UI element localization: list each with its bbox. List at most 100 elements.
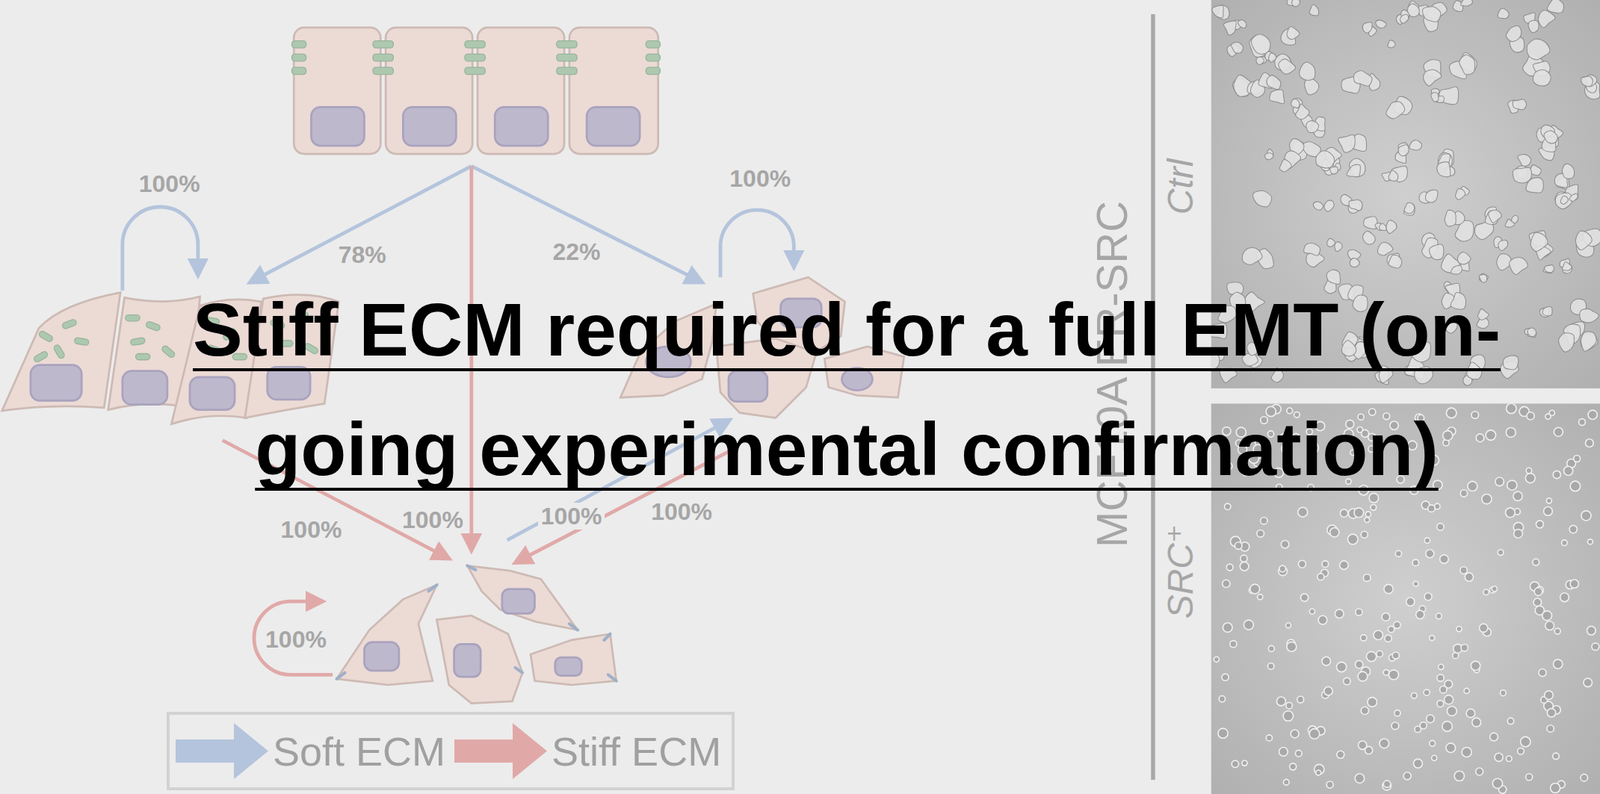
cell-junction [292,41,307,49]
micrograph-cells [1530,232,1548,252]
micrograph-cells [1526,38,1550,60]
micrograph-cells [1526,412,1535,420]
micrograph-cells [1376,650,1384,657]
micrograph-cells [1454,771,1464,781]
full-emt-cells [337,565,617,704]
transition-arrows [250,165,472,283]
micrograph-cells [1256,56,1264,66]
micrograph-cells [1226,564,1234,571]
micrograph-cells [1326,269,1340,284]
junction-fragment [53,343,66,360]
full-emt-cells [436,615,523,704]
epithelial-row [293,27,658,154]
micrograph-cells [1580,331,1597,352]
micrograph-cells [1388,170,1399,181]
micrograph-cells [1413,759,1423,769]
micrograph-cells [1250,584,1260,595]
micrograph-cells [1423,69,1442,86]
micrograph-cells [1587,539,1593,545]
micrograph-cells [1552,753,1560,761]
cell-junction [292,41,661,75]
partial-emt-cells [2,292,121,412]
micrograph-cells [1286,702,1293,709]
micrograph-cells [1416,610,1425,619]
junction-fragment [32,350,49,364]
micrograph-cells [1422,6,1441,22]
micrograph-cells [1291,99,1300,109]
nucleus [363,642,399,672]
nucleus [310,106,640,146]
micrograph-cells [1221,674,1229,681]
nucleus [728,371,768,403]
micrograph-cells [1525,473,1535,484]
micrograph-cells [1223,20,1237,36]
micrograph-cells [1459,55,1476,75]
micrograph-cells [1533,598,1542,607]
micrograph-cells [1561,540,1568,547]
micrograph-cells [1440,555,1450,565]
legend-swatch [175,723,269,780]
micrograph-cells [1364,517,1370,524]
micrograph-cells [1381,613,1391,622]
micrograph-cells [1317,573,1325,581]
divider-line [1150,14,1155,781]
micrograph-cells [1306,121,1320,134]
micrograph-cells [1505,428,1516,438]
micrograph-cells [1257,594,1263,601]
micrograph-cells [1321,656,1331,666]
cell-junction [464,53,486,62]
micrograph-cells [1334,609,1344,619]
micrograph-cells [1443,431,1453,441]
micrograph-cells [1260,517,1268,524]
micrograph-cells [1546,498,1552,504]
micrograph-cells [1256,529,1265,538]
micrograph-cells [1324,200,1334,212]
micrograph-cells [1321,561,1329,568]
epithelial-row [385,27,473,154]
micrograph-cells [1499,690,1506,697]
micrograph-cells [1265,153,1274,160]
micrograph-cells [1276,697,1286,707]
micrograph-cells [1460,644,1468,652]
micrograph-cells [1444,209,1456,227]
junction-fragment [136,354,151,361]
micrograph-cells [1545,621,1555,631]
micrograph-cells [1237,20,1246,29]
micrograph-cells [1224,503,1231,510]
micrograph-cells [1298,507,1308,518]
micrograph-cells [1309,609,1315,615]
nucleus [267,366,311,400]
micrograph-cells [1398,144,1409,157]
focal-adhesion [569,624,578,630]
micrograph-cells [1488,209,1503,223]
micrograph-cells [1285,623,1291,629]
percentage-label: 78% [338,242,387,267]
micrograph-cells [1526,467,1532,474]
cell-junction [464,41,486,49]
micrograph-cells [1569,525,1577,533]
slide-title: Stiff ECM required for a full EMT (on-go… [95,269,1598,509]
micrograph-cells [1534,588,1543,597]
cell-junction [556,53,577,62]
micrograph-cells [1394,710,1401,717]
micrograph-cells [1505,25,1521,42]
micrograph-cells [1403,772,1411,781]
micrograph-cells [1429,740,1436,747]
micrograph-cells [1407,3,1420,18]
micrograph-cells [1299,62,1316,80]
micrograph-cells [1413,581,1419,587]
micrograph-cells [1552,470,1561,479]
cell-junction [372,41,394,49]
micrograph-cells [1383,780,1391,789]
micrograph-cells [1278,748,1288,758]
micrograph-cells [1472,718,1482,728]
micrograph-cells [1437,674,1444,682]
micrograph-cells [1550,783,1561,794]
micrograph-cells [1505,218,1515,228]
micrograph-cells [1437,162,1451,178]
micrograph-cells [1387,40,1396,48]
micrograph-cells [1313,201,1323,210]
full-emt-cells [467,565,577,630]
focal-adhesion [337,565,617,681]
micrograph-cells [1532,70,1551,86]
